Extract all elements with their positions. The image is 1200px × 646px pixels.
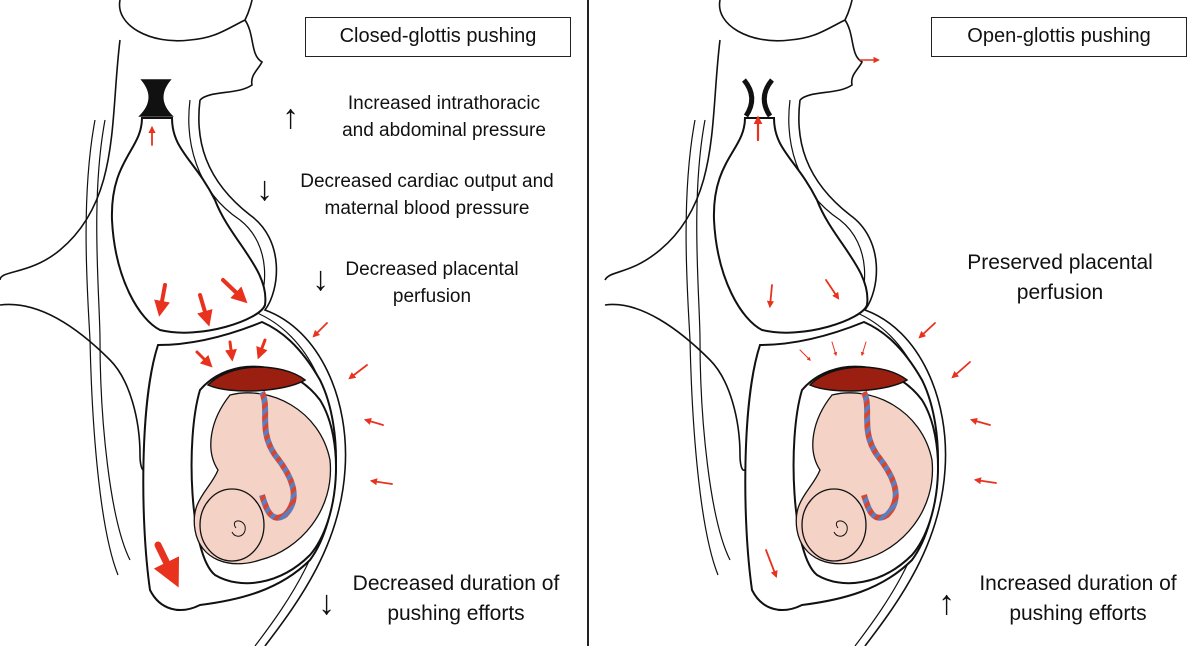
right-back-outline — [604, 39, 721, 281]
left-effect-4-down-arrow-icon: ↓ — [318, 584, 335, 622]
left-thorax — [110, 117, 267, 334]
panel-divider — [587, 0, 589, 646]
left-effect-3-down-arrow-icon: ↓ — [312, 260, 329, 298]
left-front-outline — [198, 99, 347, 646]
right-effect-2-up-arrow-icon: ↑ — [938, 584, 955, 622]
left-back-outline — [0, 39, 121, 281]
right-front-outline — [798, 99, 947, 646]
left-effect-3-line2: perfusion — [392, 286, 472, 307]
right-pressure-arrows — [753, 56, 997, 579]
right-panel-title: Open-glottis pushing — [931, 17, 1187, 57]
right-effect-2-line1: Increased duration of — [979, 572, 1177, 595]
left-effect-4-line2: pushing efforts — [387, 602, 525, 625]
left-effect-2-label: Decreased cardiac output and maternal bl… — [284, 168, 570, 222]
right-effect-1-line1: Preserved placental — [967, 251, 1153, 274]
left-pressure-arrows — [148, 125, 393, 588]
left-placenta — [206, 366, 307, 392]
left-effect-2-line1: Decreased cardiac output and — [300, 171, 554, 192]
right-glottis-open — [742, 78, 755, 118]
left-effect-4-line1: Decreased duration of — [352, 572, 560, 595]
left-effect-4-label: Decreased duration of pushing efforts — [340, 569, 572, 629]
right-effect-1-line2: perfusion — [1016, 281, 1104, 304]
left-glottis-closed — [138, 79, 174, 117]
right-effect-1-label: Preserved placental perfusion — [950, 248, 1170, 308]
left-effect-2-down-arrow-icon: ↓ — [256, 170, 273, 208]
left-effect-3-label: Decreased placental perfusion — [330, 256, 534, 310]
left-effect-1-line1: Increased intrathoracic — [347, 93, 541, 114]
right-effect-2-line2: pushing efforts — [1009, 602, 1147, 625]
right-placenta — [808, 366, 909, 392]
left-effect-1-label: Increased intrathoracic and abdominal pr… — [310, 90, 578, 144]
right-effect-2-label: Increased duration of pushing efforts — [962, 569, 1194, 629]
left-head — [118, 0, 253, 42]
left-figure — [0, 0, 393, 646]
right-thorax — [712, 117, 869, 334]
left-effect-3-line1: Decreased placental — [345, 259, 519, 280]
left-panel-title: Closed-glottis pushing — [305, 17, 571, 57]
left-effect-1-up-arrow-icon: ↑ — [282, 98, 299, 136]
left-effect-2-line2: maternal blood pressure — [324, 198, 530, 219]
left-umbilical-cord — [259, 390, 297, 521]
right-figure — [604, 0, 997, 646]
right-umbilical-cord — [861, 390, 899, 521]
right-head — [718, 0, 853, 42]
left-effect-1-line2: and abdominal pressure — [342, 120, 546, 141]
